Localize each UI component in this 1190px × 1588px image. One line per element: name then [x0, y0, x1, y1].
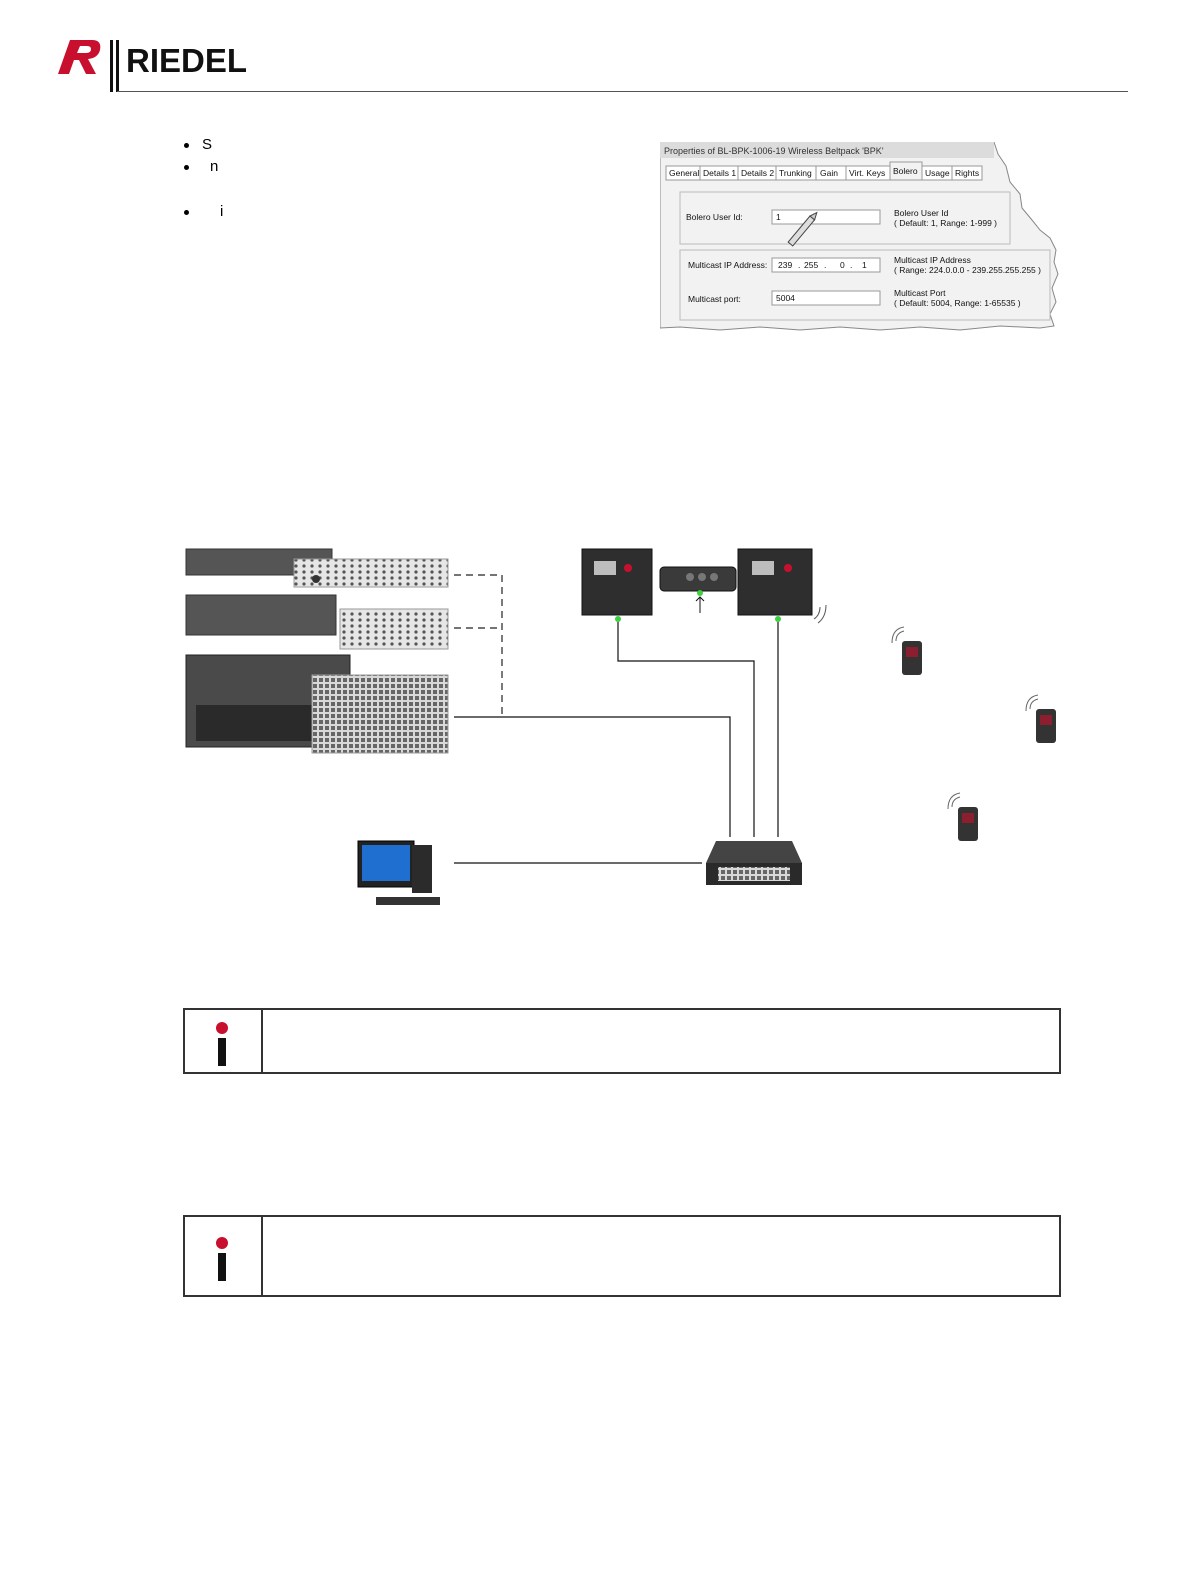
- properties-dialog-screenshot: Properties of BL-BPK-1006-19 Wireless Be…: [659, 141, 1074, 340]
- bullet-text: S: [202, 136, 213, 153]
- riedel-logo: RIEDEL: [56, 38, 256, 94]
- artist-frame-1-icon: [185, 548, 449, 588]
- bullet-dot-icon: [184, 209, 189, 215]
- user-id-value: 1: [776, 212, 781, 222]
- info-icon-bar: [218, 1253, 226, 1281]
- dialog-panel: [659, 141, 1059, 331]
- multicast-port-hint-detail: ( Default: 5004, Range: 1-65535 ): [894, 298, 1021, 308]
- bullet-text: n: [210, 158, 219, 175]
- pen-cursor-icon: [787, 211, 818, 247]
- tab-details-2: Details 2: [741, 168, 774, 178]
- riedel-r-mark-icon: [58, 40, 101, 74]
- brand-wordmark: RIEDEL: [126, 42, 247, 79]
- note-box-1: [183, 1008, 1061, 1074]
- info-icon-bar: [218, 1038, 226, 1066]
- multicast-ip-hint-title: Multicast IP Address: [894, 255, 971, 265]
- dialog-title: Properties of BL-BPK-1006-19 Wireless Be…: [664, 146, 884, 156]
- multicast-port-field: [771, 290, 881, 306]
- bullet-text: i: [220, 203, 224, 220]
- tab-virt-keys: Virt. Keys: [849, 168, 885, 178]
- bullet-item: i: [184, 203, 223, 220]
- artist-frame-3-icon: [185, 654, 449, 754]
- svg-text:.: .: [798, 260, 800, 270]
- user-id-field: [771, 209, 881, 225]
- tab-bolero: Bolero: [893, 166, 918, 176]
- beltpack-2-icon: [1025, 694, 1056, 743]
- tab-gain: Gain: [820, 168, 838, 178]
- beltpack-1-icon: [891, 626, 922, 675]
- computer-workstation-icon: [357, 840, 440, 905]
- multicast-ip-field: [771, 257, 881, 273]
- header-rule: [117, 91, 1128, 92]
- dialog-tabs: General Details 1 Details 2 Trunking Gai…: [665, 161, 983, 181]
- svg-text:.: .: [850, 260, 852, 270]
- multicast-ip-octet-1: 239: [778, 260, 792, 270]
- multicast-port-value: 5004: [776, 293, 795, 303]
- multicast-ip-octet-2: 255: [804, 260, 818, 270]
- tab-rights: Rights: [955, 168, 979, 178]
- svg-text:.: .: [824, 260, 826, 270]
- tab-general: General: [669, 168, 699, 178]
- dashed-bus-link: [454, 574, 503, 717]
- multicast-ip-label: Multicast IP Address:: [688, 260, 767, 270]
- cabling: [454, 622, 779, 864]
- multicast-port-hint-title: Multicast Port: [894, 288, 946, 298]
- note-icon-cell: [185, 1217, 263, 1295]
- bullet-item: n: [184, 158, 218, 175]
- bolero-antenna-1-icon: [581, 548, 653, 622]
- tab-usage: Usage: [925, 168, 950, 178]
- note-box-2: [183, 1215, 1061, 1297]
- bolero-antenna-2-icon: [737, 548, 827, 624]
- multicast-port-label: Multicast port:: [688, 294, 741, 304]
- network-diagram: [180, 545, 1080, 925]
- info-icon: [216, 1022, 228, 1034]
- note-icon-cell: [185, 1010, 263, 1072]
- bullet-item: S: [184, 136, 212, 153]
- beltpack-3-icon: [947, 792, 978, 841]
- bullet-dot-icon: [184, 164, 189, 170]
- splitter-device-icon: [659, 566, 737, 613]
- user-id-hint-title: Bolero User Id: [894, 208, 949, 218]
- multicast-ip-hint-detail: ( Range: 224.0.0.0 - 239.255.255.255 ): [894, 265, 1041, 275]
- network-switch-icon: [706, 841, 802, 885]
- tab-trunking: Trunking: [779, 168, 812, 178]
- multicast-ip-octet-4: 1: [862, 260, 867, 270]
- artist-frame-2-icon: [185, 594, 449, 650]
- tab-details-1: Details 1: [703, 168, 736, 178]
- user-id-label: Bolero User Id:: [686, 212, 743, 222]
- bullet-dot-icon: [184, 142, 189, 148]
- user-id-hint-detail: ( Default: 1, Range: 1-999 ): [894, 218, 997, 228]
- info-icon: [216, 1237, 228, 1249]
- multicast-ip-octet-3: 0: [840, 260, 845, 270]
